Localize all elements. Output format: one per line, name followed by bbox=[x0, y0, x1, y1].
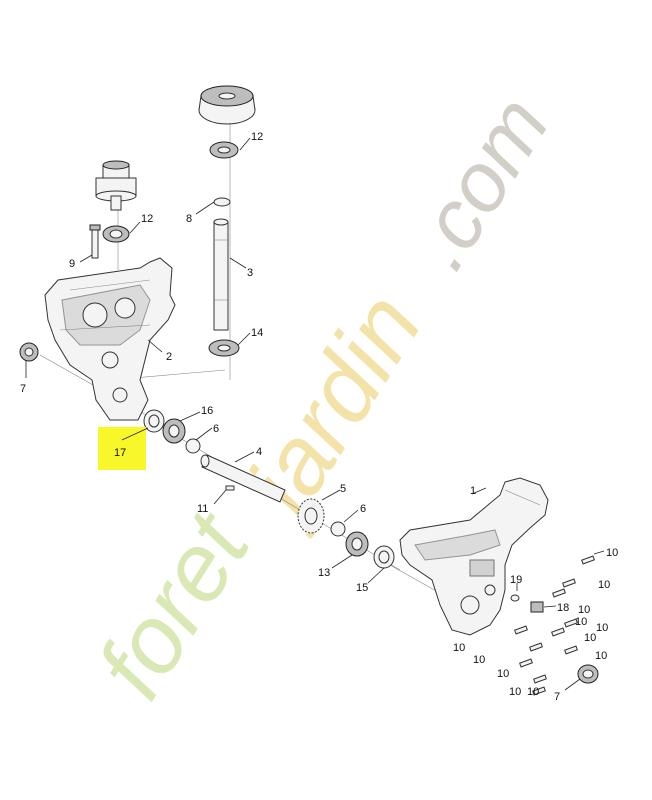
label-part-17: 17 bbox=[114, 447, 126, 459]
label-part-2: 2 bbox=[166, 351, 172, 363]
label-part-8: 8 bbox=[186, 213, 192, 225]
label-part-12-upper: 12 bbox=[251, 131, 263, 143]
highlight-box[interactable] bbox=[98, 427, 146, 470]
axle-part-4 bbox=[200, 454, 286, 503]
top-bevel-gear bbox=[198, 85, 256, 125]
label-part-4: 4 bbox=[256, 446, 262, 458]
label-part-18: 18 bbox=[557, 602, 569, 614]
ring-part-15 bbox=[373, 545, 395, 569]
part-17-ring bbox=[143, 409, 165, 433]
label-part-5: 5 bbox=[340, 483, 346, 495]
key-part-11 bbox=[225, 485, 235, 491]
seal-part-7-left bbox=[19, 342, 39, 362]
washer-part-8 bbox=[213, 197, 231, 207]
label-part-10: 10 bbox=[509, 686, 521, 698]
label-part-6-left: 6 bbox=[213, 423, 219, 435]
label-part-3: 3 bbox=[247, 267, 253, 279]
plug-part-18 bbox=[530, 601, 544, 613]
label-part-1: 1 bbox=[470, 485, 476, 497]
watermark-text-com: .com bbox=[391, 80, 567, 284]
highlight-box-part-17[interactable]: 17 bbox=[98, 427, 149, 470]
label-part-16: 16 bbox=[201, 405, 213, 417]
label-part-9: 9 bbox=[69, 258, 75, 270]
label-part-10: 10 bbox=[497, 668, 509, 680]
label-part-6-right: 6 bbox=[360, 503, 366, 515]
leader-lines bbox=[25, 137, 605, 691]
right-gearbox-housing bbox=[399, 477, 549, 636]
watermark-text-foret: foret bbox=[77, 494, 271, 716]
label-part-10: 10 bbox=[575, 616, 587, 628]
label-part-7-right: 7 bbox=[554, 691, 560, 703]
label-part-10: 10 bbox=[473, 654, 485, 666]
washer-part-6-left bbox=[185, 438, 201, 454]
bolts-part-10 bbox=[514, 555, 595, 696]
label-part-10: 10 bbox=[606, 547, 618, 559]
label-part-10: 10 bbox=[596, 622, 608, 634]
watermark-text-jardin: jardin bbox=[221, 275, 442, 540]
label-part-10: 10 bbox=[595, 650, 607, 662]
label-part-10: 10 bbox=[453, 642, 465, 654]
left-gearbox-housing bbox=[44, 257, 176, 421]
label-part-19: 19 bbox=[510, 574, 522, 586]
label-part-10: 10 bbox=[578, 604, 590, 616]
label-part-15: 15 bbox=[356, 582, 368, 594]
bearing-part-16 bbox=[162, 418, 186, 444]
washer-part-6-right bbox=[330, 521, 346, 537]
label-part-12-lower: 12 bbox=[141, 213, 153, 225]
label-part-7-left: 7 bbox=[20, 383, 26, 395]
shaft-part-3 bbox=[213, 218, 229, 331]
gear-part-5 bbox=[297, 498, 325, 534]
label-part-10: 10 bbox=[598, 579, 610, 591]
label-part-13: 13 bbox=[318, 567, 330, 579]
label-part-10: 10 bbox=[527, 686, 539, 698]
bearing-part-12-lower bbox=[102, 225, 130, 243]
bearing-part-14 bbox=[208, 339, 240, 357]
label-part-10: 10 bbox=[584, 632, 596, 644]
label-part-14: 14 bbox=[251, 327, 263, 339]
bearing-part-12-upper bbox=[209, 141, 239, 159]
bolt-part-9 bbox=[89, 224, 101, 259]
bearing-part-13 bbox=[345, 531, 369, 557]
part-labels: 12 12 8 9 3 14 2 7 16 6 4 5 1 11 6 13 15… bbox=[20, 131, 618, 703]
pinion-gear bbox=[95, 160, 137, 211]
seal-part-7-right bbox=[577, 664, 599, 684]
label-part-11: 11 bbox=[197, 503, 208, 515]
washer-part-19 bbox=[510, 594, 520, 602]
